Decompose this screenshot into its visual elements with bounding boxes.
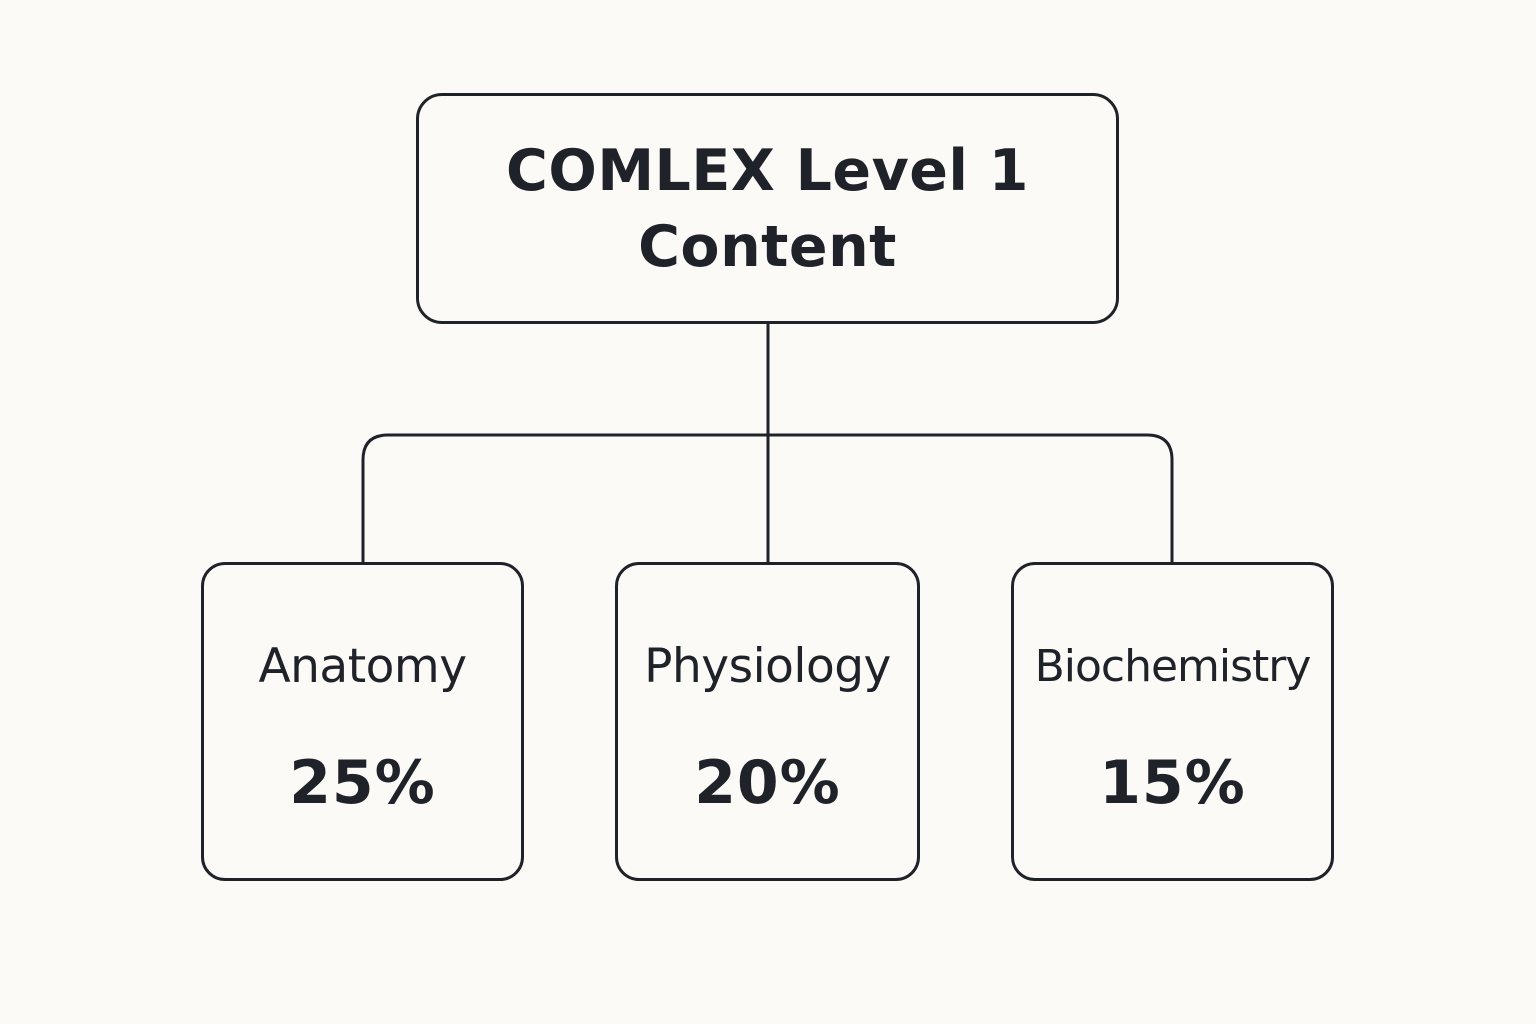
child-name-physiology: Physiology	[644, 639, 891, 694]
child-node-biochemistry: Biochemistry 15%	[1011, 562, 1334, 881]
child-percent-biochemistry: 15%	[1099, 748, 1246, 818]
child-percent-physiology: 20%	[694, 748, 841, 818]
root-node: COMLEX Level 1 Content	[416, 93, 1119, 324]
child-node-physiology: Physiology 20%	[615, 562, 920, 881]
child-name-biochemistry: Biochemistry	[1034, 641, 1312, 692]
child-percent-anatomy: 25%	[289, 748, 436, 818]
root-title: COMLEX Level 1 Content	[506, 137, 1029, 280]
child-node-anatomy: Anatomy 25%	[201, 562, 524, 881]
child-name-anatomy: Anatomy	[258, 639, 467, 694]
